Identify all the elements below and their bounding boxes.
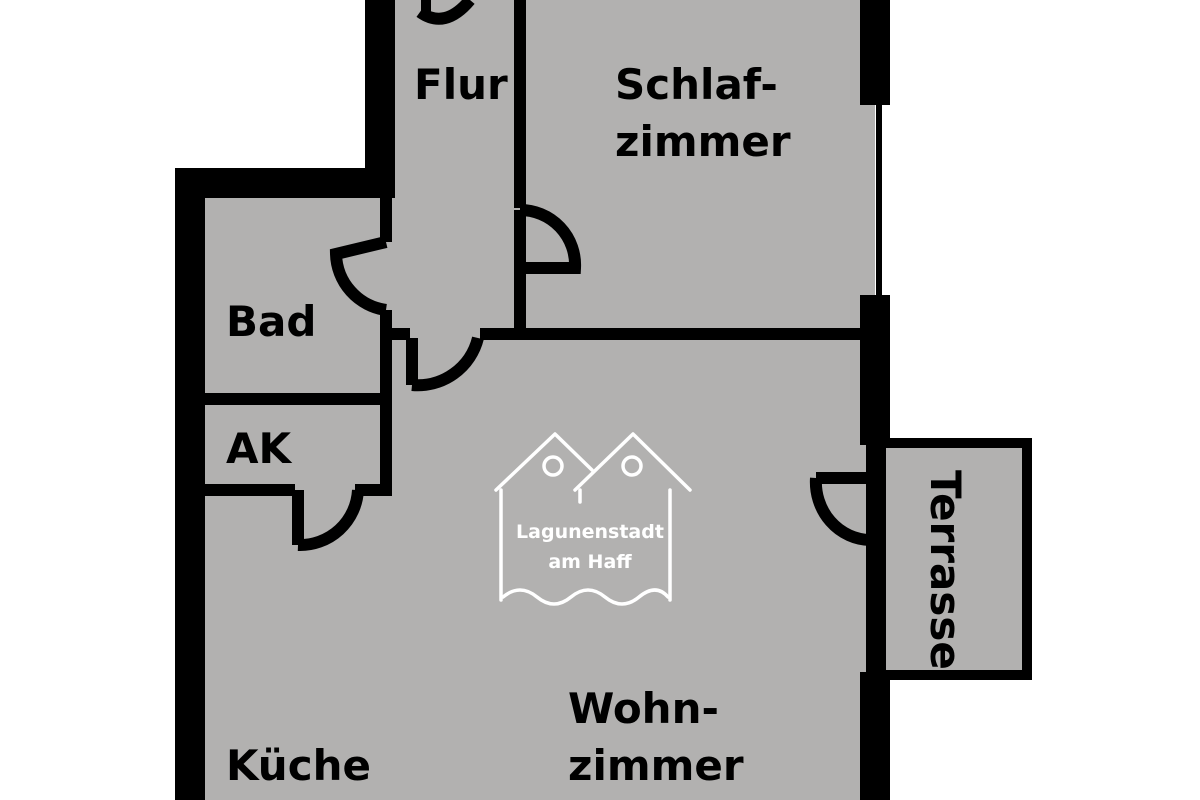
room-label-wohnzimmer-1: Wohn- (568, 684, 719, 733)
door-ak-swing (297, 489, 364, 552)
schlafzimmer-floor (520, 0, 875, 335)
twin-houses-waves-logo (494, 432, 692, 606)
wohnzimmer-floor (200, 335, 875, 800)
window-right-schlaf (876, 105, 882, 295)
door-wohn-swing (411, 336, 484, 392)
wall-flur-left (365, 0, 395, 198)
logo-text-line1: Lagunenstadt (516, 521, 664, 543)
wall-bad-right-lower (380, 310, 392, 395)
door-terrasse-swing (809, 477, 871, 546)
wall-top-bad (175, 168, 395, 198)
wall-right-mid (860, 295, 890, 445)
room-label-schlafzimmer-2: zimmer (615, 117, 791, 166)
room-label-bad: Bad (226, 297, 317, 346)
terrasse-outline (876, 438, 1032, 680)
wall-bad-right-upper (380, 190, 392, 242)
room-label-flur: Flur (414, 60, 508, 109)
flur-floor (380, 0, 520, 340)
room-label-ak: AK (226, 424, 292, 473)
room-label-wohnzimmer-2: zimmer (568, 741, 744, 790)
wall-flur-schlaf (514, 0, 526, 208)
wall-flur-schlaf-lower (514, 268, 526, 338)
door-bad-swing (329, 236, 388, 316)
room-label-schlafzimmer-1: Schlaf- (615, 60, 778, 109)
wall-schlaf-wohn (480, 328, 870, 340)
door-top-swing (416, 0, 475, 25)
terrasse-floor (875, 445, 1025, 675)
room-label-kueche: Küche (226, 741, 371, 790)
wall-bad-ak (200, 393, 392, 405)
wall-right-lower (860, 672, 890, 800)
room-label-terrasse: Terrasse (921, 470, 970, 670)
wall-ak-right (380, 393, 392, 493)
logo-text-line2: am Haff (548, 551, 632, 573)
wall-right-upper (860, 0, 890, 105)
wall-ak-bottom-left (200, 484, 295, 496)
wall-ak-bottom-right (355, 484, 392, 496)
door-schlaf-swing (519, 203, 582, 274)
wall-right-door-strip (866, 445, 876, 672)
